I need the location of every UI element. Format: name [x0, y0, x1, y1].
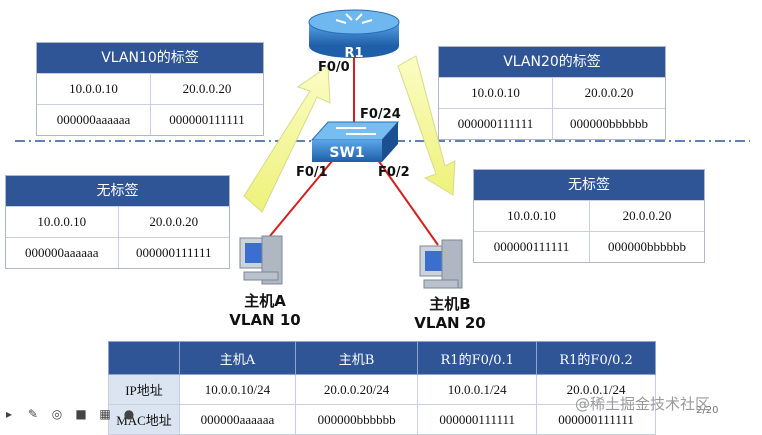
- table-header-cell: R1的F0/0.2: [536, 341, 656, 375]
- vlan10-mac-dst: 000000111111: [150, 104, 263, 135]
- pen-icon[interactable]: ✎: [27, 407, 39, 421]
- table-row: MAC地址 000000aaaaaa 000000bbbbbb 00000011…: [108, 404, 656, 435]
- untagged-left-mac-src: 000000aaaaaa: [6, 237, 118, 268]
- untagged-left-ip-dst: 20.0.0.20: [117, 206, 229, 237]
- router-name: R1: [344, 46, 363, 61]
- untagged-left-mac-dst: 000000111111: [117, 237, 229, 268]
- switch-port-left-label: F0/1: [296, 165, 328, 180]
- table-cell: 000000bbbbbb: [294, 404, 419, 435]
- untagged-right-title: 无标签: [474, 170, 704, 200]
- switch-port-up-label: F0/24: [360, 107, 401, 122]
- up-arrow: [243, 65, 331, 213]
- vlan10-tag-title: VLAN10的标签: [37, 43, 263, 73]
- table-header-row: 主机A 主机B R1的F0/0.1 R1的F0/0.2: [108, 341, 656, 375]
- router-icon: [308, 9, 400, 58]
- router-port-label: F0/0: [318, 60, 350, 75]
- table-header-cell: [108, 341, 180, 375]
- untagged-right-ip-src: 10.0.0.10: [474, 200, 589, 231]
- vlan10-ip-dst: 20.0.0.20: [150, 73, 263, 104]
- vlan10-mac-src: 000000aaaaaa: [37, 104, 150, 135]
- vlan20-ip-dst: 20.0.0.20: [552, 77, 665, 108]
- vlan20-tag-title: VLAN20的标签: [439, 47, 665, 77]
- down-arrow: [397, 55, 456, 196]
- untagged-right-ip-dst: 20.0.0.20: [589, 200, 704, 231]
- vlan20-tag-box: VLAN20的标签 10.0.0.10 20.0.0.20 0000001111…: [438, 46, 666, 140]
- cable-sw1-hosta: [259, 159, 334, 249]
- watermark: @稀土掘金技术社区: [575, 395, 711, 413]
- host-b-caption: 主机B VLAN 20: [405, 293, 495, 332]
- untagged-left-box: 无标签 10.0.0.10 20.0.0.20 000000aaaaaa 000…: [5, 175, 230, 269]
- table-cell: 20.0.0.20/24: [294, 374, 419, 405]
- table-cell: 10.0.0.10/24: [179, 374, 296, 405]
- table-row: IP地址 10.0.0.10/24 20.0.0.20/24 10.0.0.1/…: [108, 374, 656, 405]
- switch-icon: [310, 121, 400, 162]
- play-icon[interactable]: ▸: [5, 407, 13, 421]
- switch-name: SW1: [329, 145, 364, 161]
- vlan20-mac-dst: 000000bbbbbb: [552, 108, 665, 139]
- table-header-cell: 主机B: [294, 341, 419, 375]
- host-a-computer-icon: [239, 235, 283, 285]
- host-a-vlan: VLAN 10: [229, 311, 301, 329]
- page-indicator: 2/20: [696, 405, 719, 416]
- cable-sw1-hostb: [377, 159, 439, 246]
- host-a-name: 主机A: [244, 292, 286, 310]
- grid-icon[interactable]: ▦: [99, 407, 111, 421]
- untagged-right-mac-src: 000000111111: [474, 231, 589, 262]
- presentation-toolbar: ▸ ✎ ◎ ■ ▦ ●: [2, 405, 136, 423]
- video-icon[interactable]: ■: [75, 407, 87, 421]
- table-cell: 000000111111: [417, 404, 538, 435]
- zoom-icon[interactable]: ◎: [51, 407, 63, 421]
- table-header-cell: 主机A: [179, 341, 296, 375]
- address-table: 主机A 主机B R1的F0/0.1 R1的F0/0.2 IP地址 10.0.0.…: [108, 341, 656, 435]
- untagged-right-box: 无标签 10.0.0.10 20.0.0.20 000000111111 000…: [473, 169, 705, 263]
- host-b-name: 主机B: [429, 295, 471, 313]
- host-b-computer-icon: [419, 239, 463, 289]
- untagged-left-title: 无标签: [6, 176, 229, 206]
- table-row-label: IP地址: [108, 374, 180, 405]
- vlan20-mac-src: 000000111111: [439, 108, 552, 139]
- more-icon[interactable]: ●: [123, 407, 135, 421]
- host-a-caption: 主机A VLAN 10: [220, 290, 310, 329]
- vlan10-ip-src: 10.0.0.10: [37, 73, 150, 104]
- switch-port-right-label: F0/2: [378, 165, 410, 180]
- vlan20-ip-src: 10.0.0.10: [439, 77, 552, 108]
- vlan10-tag-box: VLAN10的标签 10.0.0.10 20.0.0.20 000000aaaa…: [36, 42, 264, 136]
- host-b-vlan: VLAN 20: [414, 314, 486, 332]
- table-header-cell: R1的F0/0.1: [417, 341, 538, 375]
- untagged-right-mac-dst: 000000bbbbbb: [589, 231, 704, 262]
- untagged-left-ip-src: 10.0.0.10: [6, 206, 118, 237]
- table-cell: 000000aaaaaa: [179, 404, 296, 435]
- table-cell: 10.0.0.1/24: [417, 374, 538, 405]
